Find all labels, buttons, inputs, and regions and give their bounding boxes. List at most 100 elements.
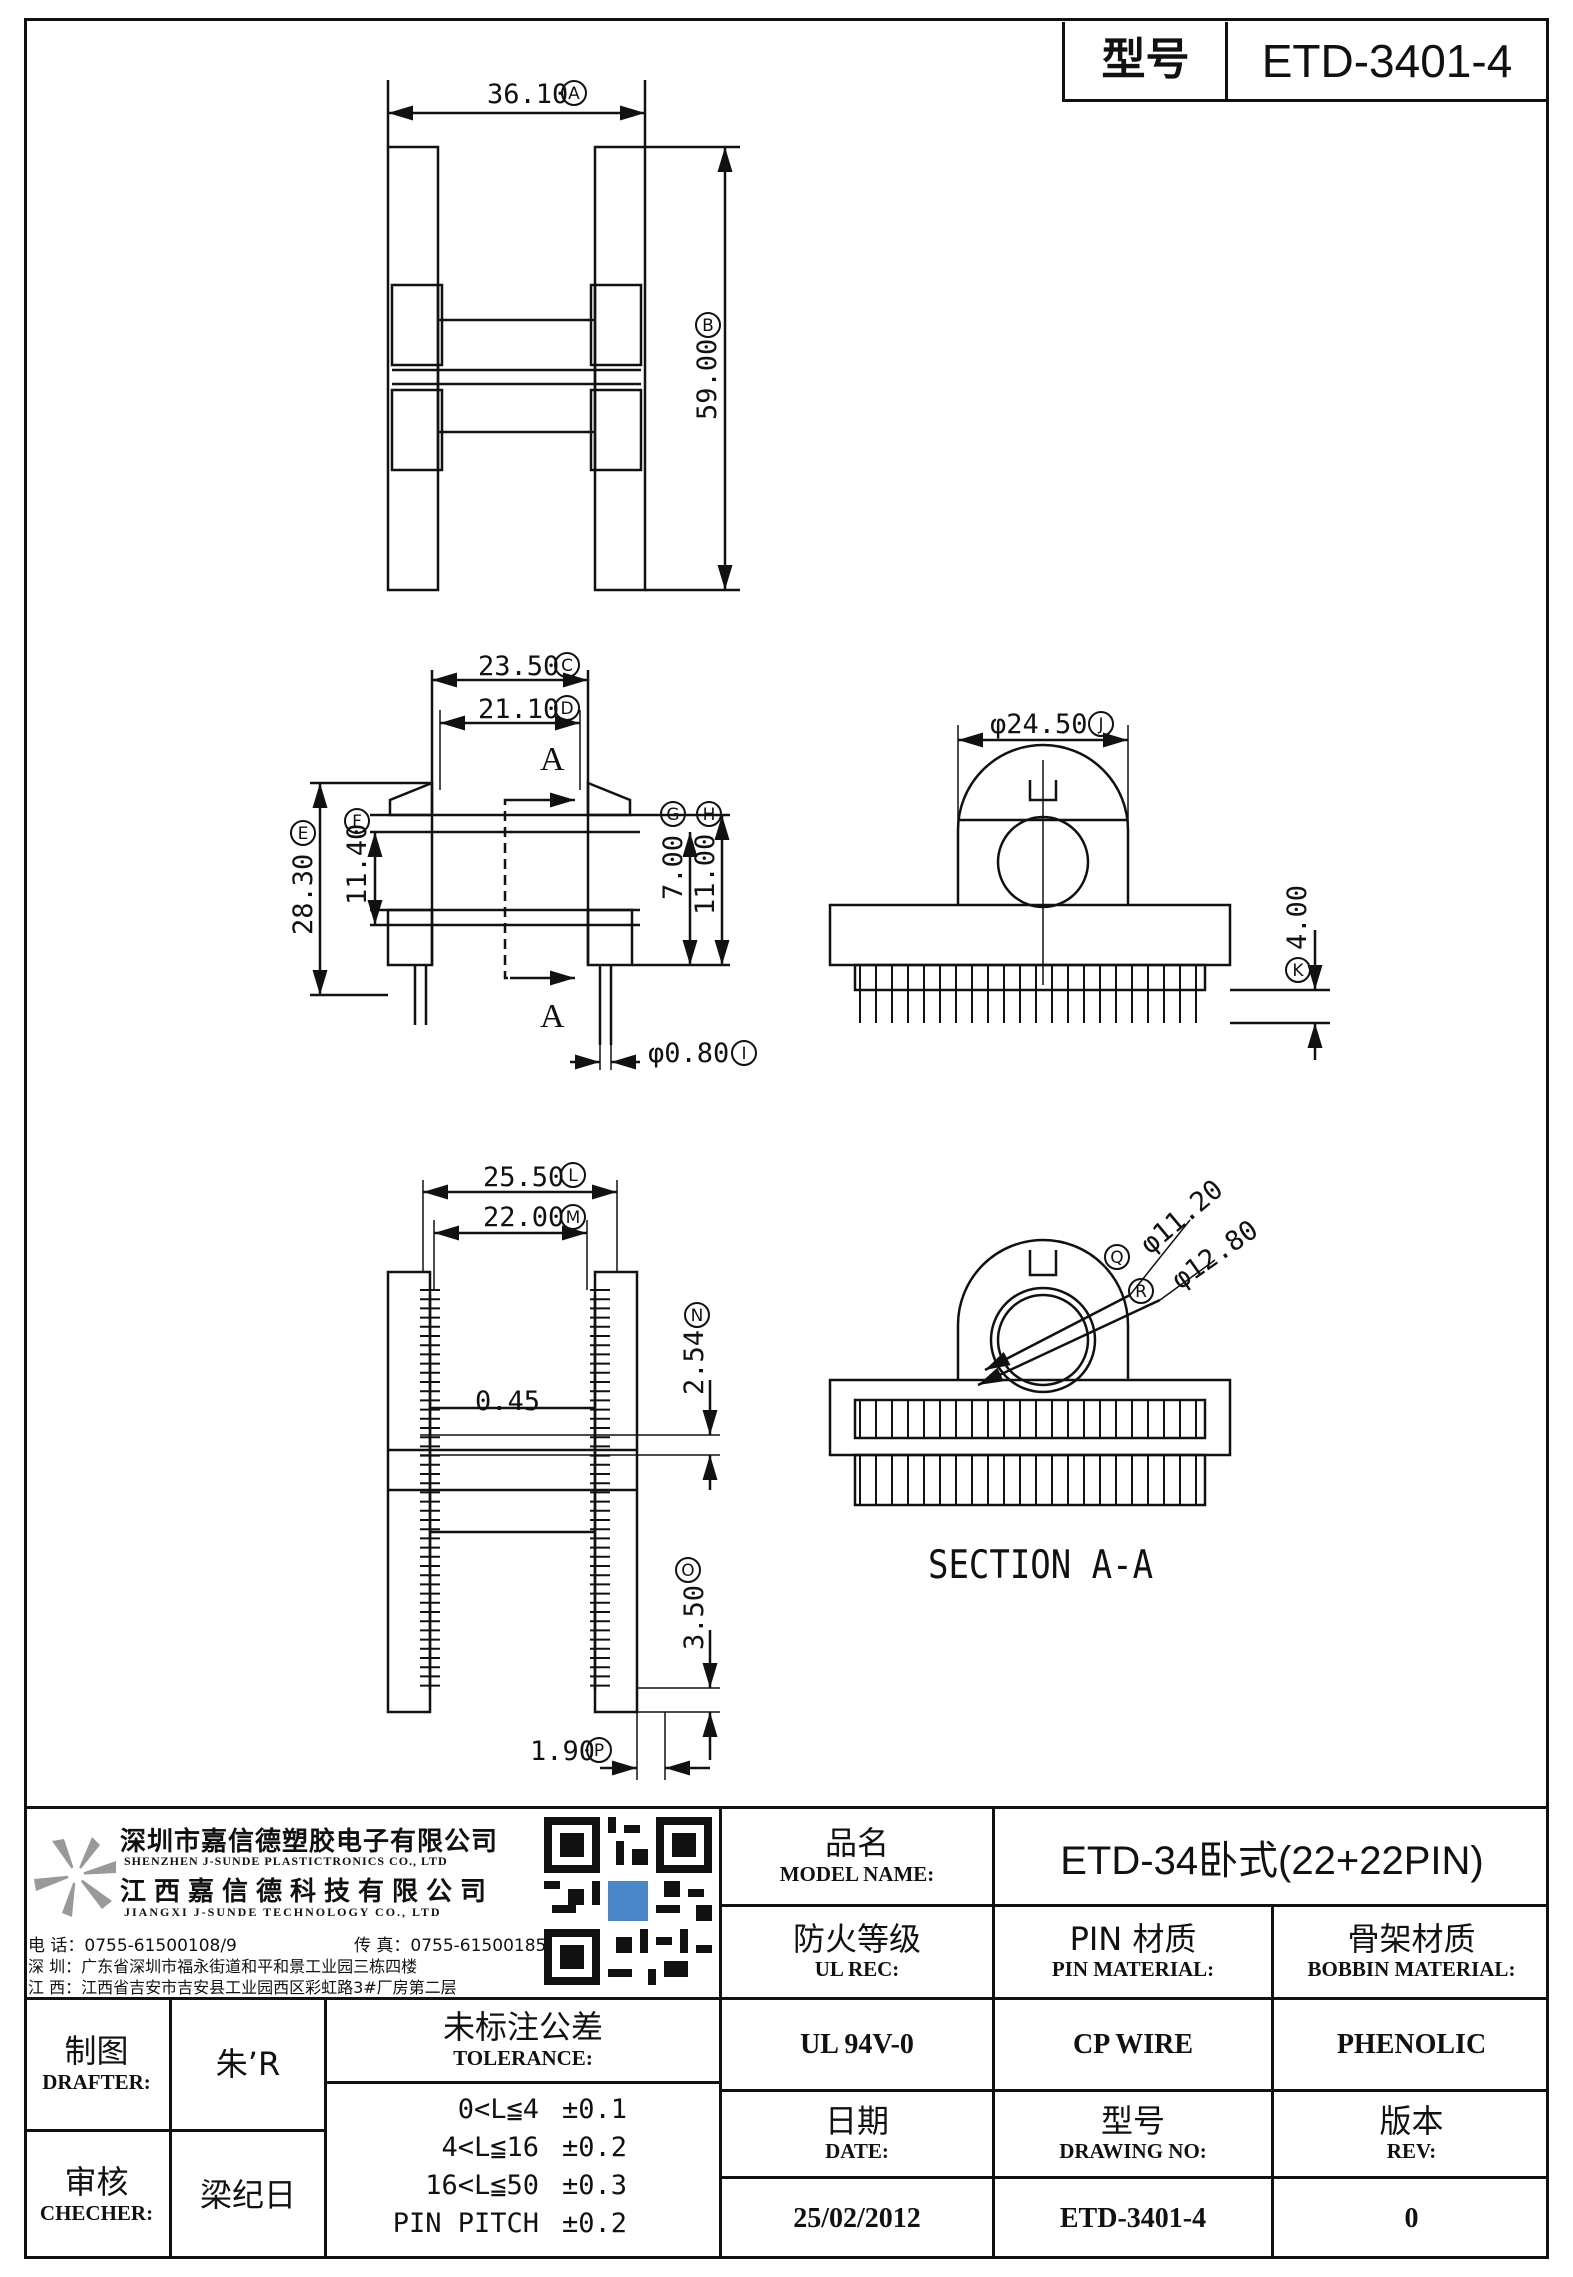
top-view xyxy=(386,80,740,592)
title-block: 深圳市嘉信德塑胶电子有限公司 SHENZHEN J-SUNDE PLASTICT… xyxy=(24,1806,1549,2259)
drawing-no-value: ETD-3401-4 xyxy=(1059,2203,1207,2234)
model-name-value: ETD-34卧式(22+22PIN) xyxy=(1060,1838,1484,1883)
svg-text:H: H xyxy=(703,805,716,825)
svg-text:Q: Q xyxy=(1110,1248,1123,1268)
checker-value: 梁纪日 xyxy=(199,2175,296,2214)
dim-l-value: 25.50 xyxy=(483,1162,564,1193)
header-model-value-box: ETD-3401-4 xyxy=(1225,22,1546,102)
dim-b-value: 59.00 xyxy=(692,339,723,420)
pin-group xyxy=(420,965,1197,1687)
svg-text:R: R xyxy=(1135,1282,1147,1302)
dim-n-value: 2.54 xyxy=(679,1330,710,1395)
label-b: B xyxy=(695,312,721,338)
header-model-label-box: 型号 xyxy=(1062,22,1226,102)
dim-e-value: 28.30 xyxy=(288,854,319,935)
drafter-value: 朱’R xyxy=(215,2044,281,2083)
tolerance-range: 16<L≦50 xyxy=(425,2170,539,2201)
dim-a-value: 36.10 xyxy=(487,79,568,110)
company-name-cn-2: 江西嘉信德科技有限公司 xyxy=(120,1877,495,1907)
svg-text:D: D xyxy=(560,699,573,719)
dim-m-value: 22.00 xyxy=(483,1202,564,1233)
tolerance-range: PIN PITCH xyxy=(392,2208,539,2239)
label-h: H xyxy=(696,801,722,827)
svg-text:M: M xyxy=(566,1208,581,1228)
label-a: A xyxy=(561,80,587,106)
dim-k-value: 4.00 xyxy=(1282,885,1313,950)
svg-text:P: P xyxy=(594,1741,604,1761)
company-addr-sz: 深 圳：广东省深圳市福永街道和平和景工业园三栋四楼 xyxy=(28,1957,418,1976)
tolerance-range: 4<L≦16 xyxy=(441,2132,539,2163)
date-value: 25/02/2012 xyxy=(793,2203,921,2234)
svg-text:N: N xyxy=(691,1306,704,1326)
svg-text:I: I xyxy=(741,1044,746,1064)
company-fax: 传 真：0755-61500185 xyxy=(354,1936,547,1956)
svg-text:O: O xyxy=(681,1561,694,1581)
svg-text:J: J xyxy=(1097,715,1103,735)
svg-text:A: A xyxy=(568,84,580,104)
company-info: 深圳市嘉信德塑胶电子有限公司 SHENZHEN J-SUNDE PLASTICT… xyxy=(24,1809,719,1997)
tolerance-value: ±0.1 xyxy=(562,2094,628,2125)
label-e: E xyxy=(290,820,316,846)
dim-f-value: 11.40 xyxy=(342,824,373,905)
svg-text:L: L xyxy=(568,1166,578,1186)
label-i: I xyxy=(731,1040,757,1066)
tolerance-value: ±0.3 xyxy=(562,2170,628,2201)
dim-pin-value: 0.45 xyxy=(475,1386,540,1417)
dim-o-value: 3.50 xyxy=(679,1585,710,1650)
company-name-en-2: JIANGXI J-SUNDE TECHNOLOGY CO., LTD xyxy=(124,1905,442,1919)
section-marker-bottom: A xyxy=(540,998,565,1035)
company-addr-jx: 江 西：江西省吉安市吉安县工业园西区彩虹路3#厂房第二层 xyxy=(28,1978,457,1997)
label-c: C xyxy=(554,652,580,678)
company-name-cn-1: 深圳市嘉信德塑胶电子有限公司 xyxy=(120,1827,499,1857)
svg-text:G: G xyxy=(666,805,679,825)
dim-h-value: 11.00 xyxy=(690,834,721,915)
tolerance-value: ±0.2 xyxy=(562,2132,628,2163)
company-tel: 电 话：0755-61500108/9 xyxy=(28,1936,237,1956)
label-g: G xyxy=(660,801,686,827)
label-l: L xyxy=(560,1162,586,1188)
side-view xyxy=(828,725,1330,1060)
front-view xyxy=(310,670,730,1070)
label-q: Q xyxy=(1104,1244,1130,1270)
svg-text:C: C xyxy=(561,656,573,676)
svg-text:B: B xyxy=(702,316,714,336)
section-view xyxy=(828,1219,1232,1507)
company-logo xyxy=(32,1831,120,1919)
label-p: P xyxy=(586,1737,612,1763)
qr-code[interactable] xyxy=(544,1817,712,1985)
header-model-value: ETD-3401-4 xyxy=(1261,34,1513,87)
dim-j-value: φ24.50 xyxy=(990,709,1088,740)
dim-g-value: 7.00 xyxy=(658,835,689,900)
svg-text:F: F xyxy=(352,812,362,832)
svg-text:E: E xyxy=(298,824,309,844)
section-title: SECTION A-A xyxy=(928,1542,1153,1588)
label-j: J xyxy=(1088,711,1114,737)
header-model-label: 型号 xyxy=(1101,34,1190,86)
bobbin-material-value: PHENOLIC xyxy=(1336,2028,1487,2060)
section-marker-top: A xyxy=(540,741,565,778)
rev-value: 0 xyxy=(1404,2203,1419,2234)
label-k: K xyxy=(1285,957,1311,983)
pin-material-value: CP WIRE xyxy=(1072,2028,1194,2060)
label-r: R xyxy=(1128,1278,1154,1304)
ul-value: UL 94V-0 xyxy=(800,2028,914,2060)
bottom-view xyxy=(386,1180,720,1780)
dim-p-value: 1.90 xyxy=(530,1736,595,1767)
label-m: M xyxy=(560,1204,586,1230)
dim-i-value: φ0.80 xyxy=(648,1038,729,1069)
label-o: O xyxy=(675,1557,701,1583)
dim-d-value: 21.10 xyxy=(478,694,559,725)
svg-text:K: K xyxy=(1292,961,1304,981)
company-name-en-1: SHENZHEN J-SUNDE PLASTICTRONICS CO., LTD xyxy=(124,1854,448,1868)
tolerance-value: ±0.2 xyxy=(562,2208,628,2239)
